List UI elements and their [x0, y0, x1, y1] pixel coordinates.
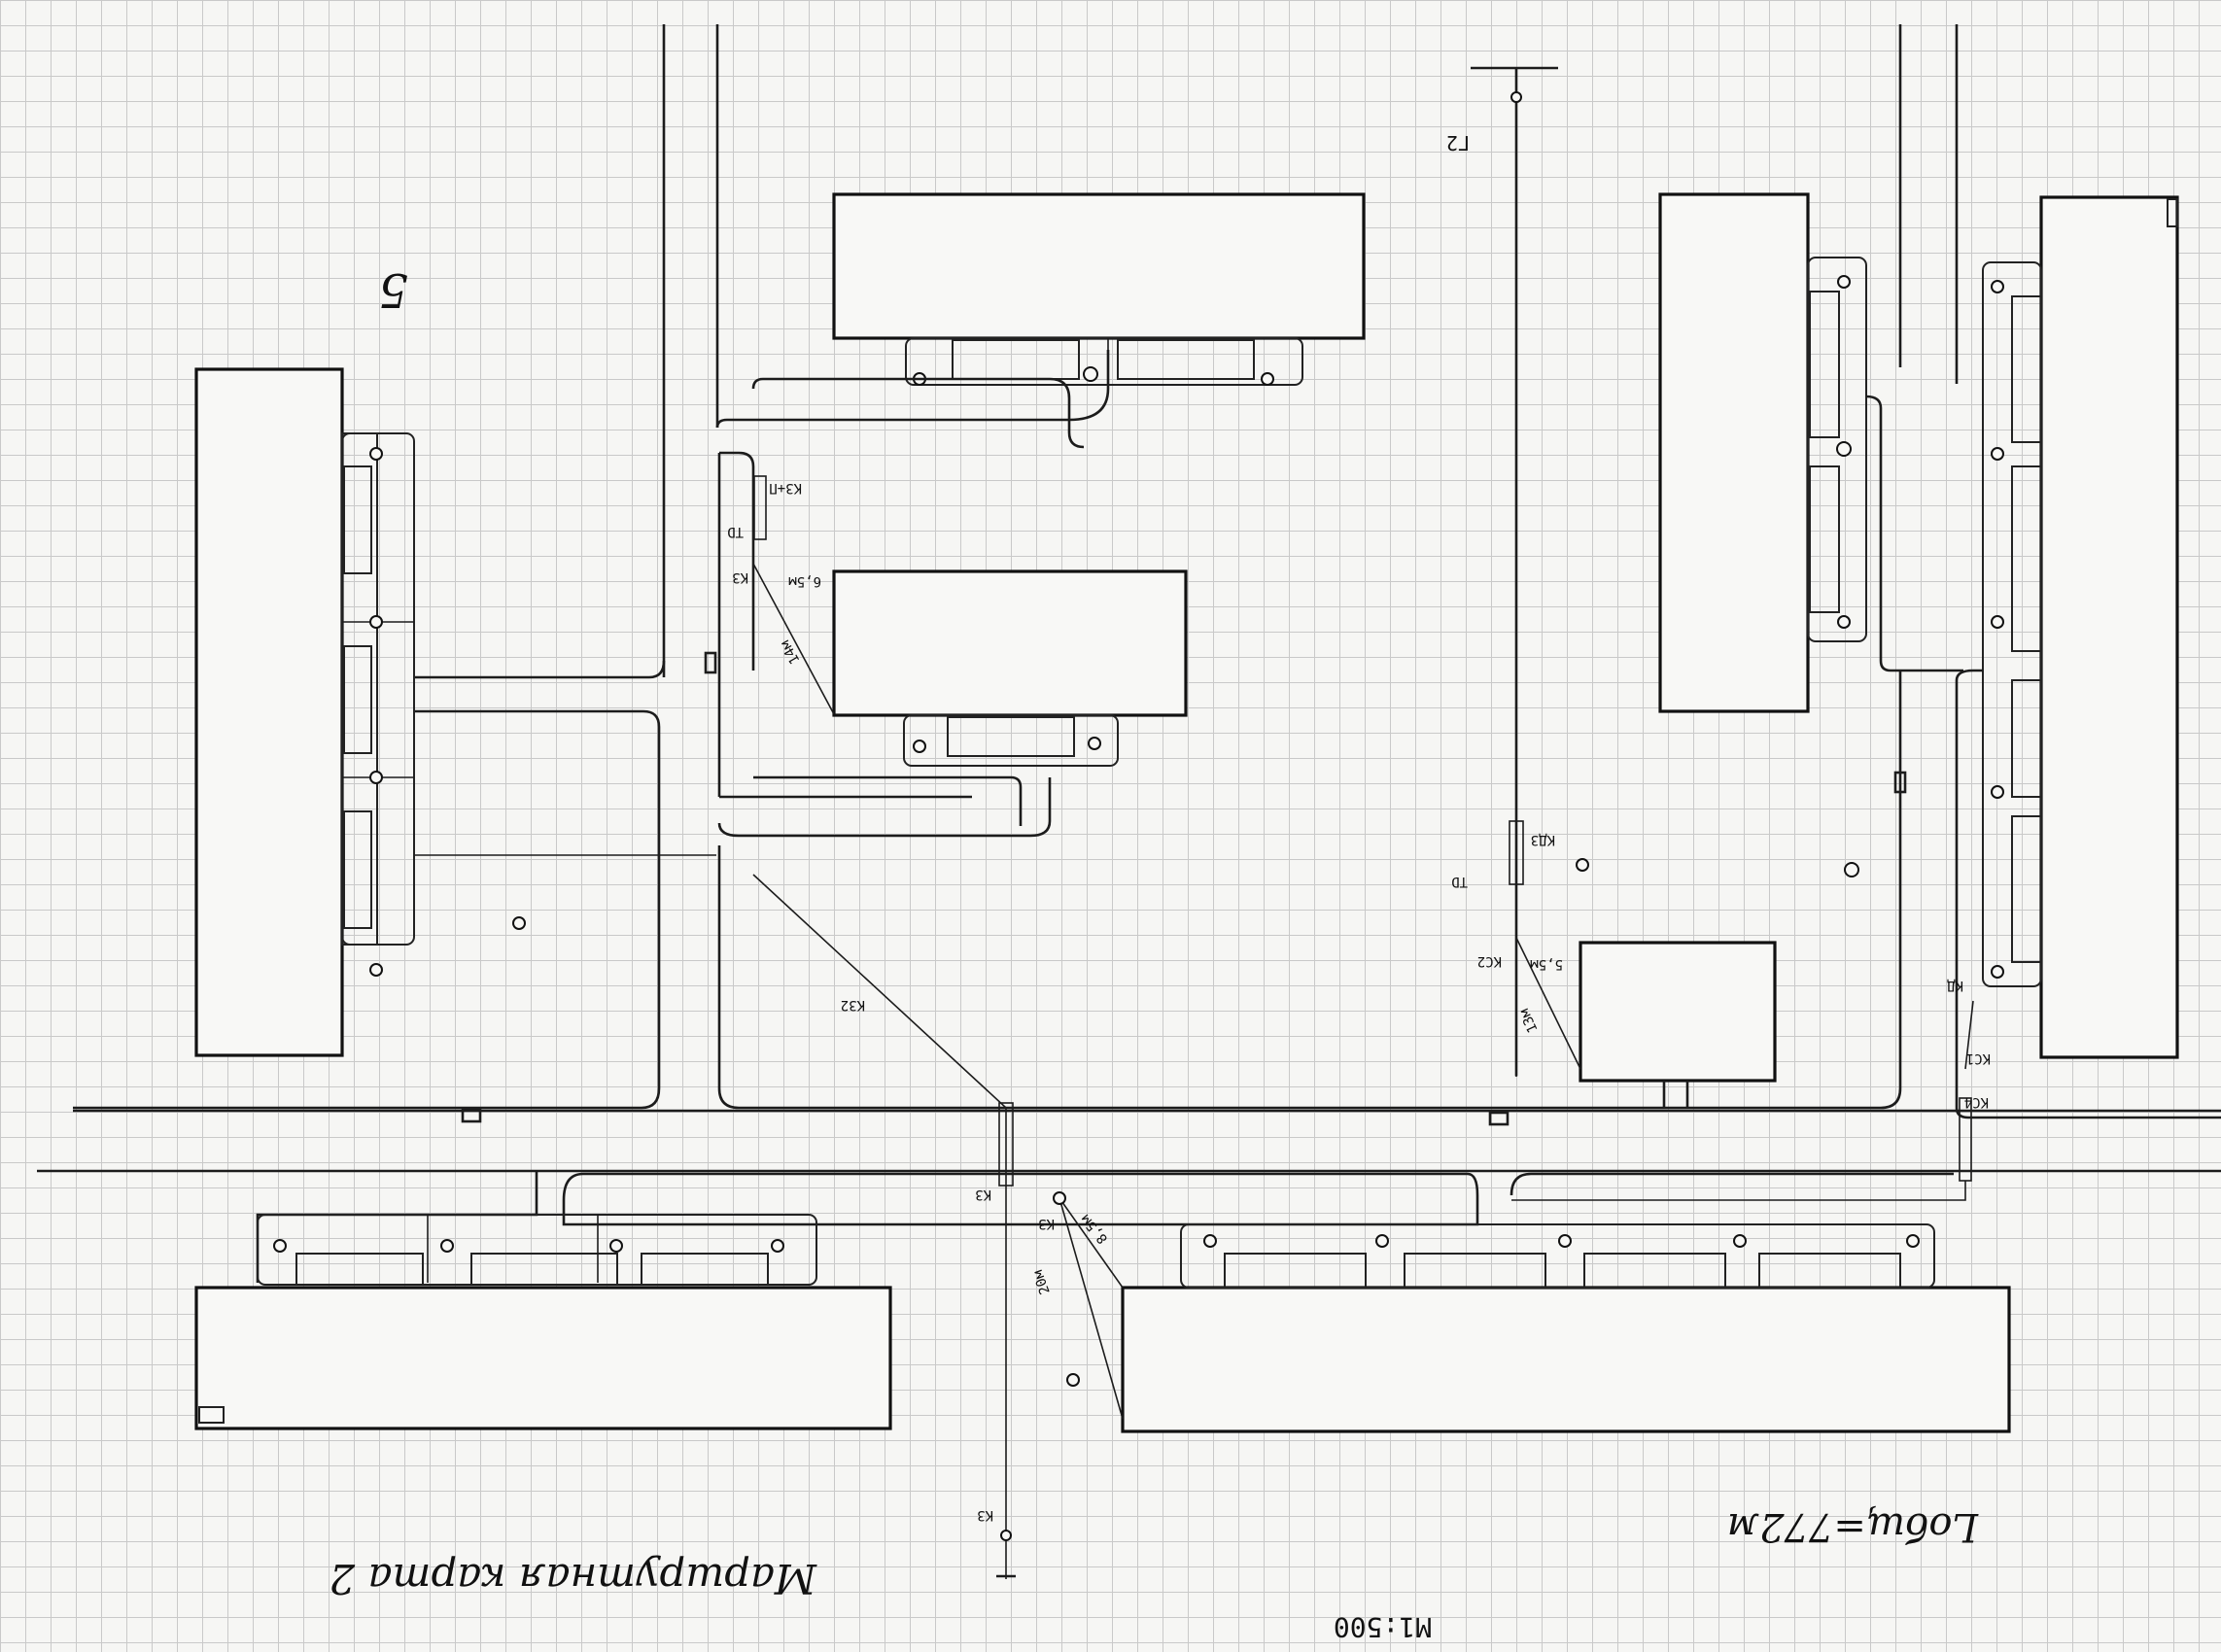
building-right-small [1579, 941, 1777, 1083]
label-m1: 6,5м [788, 573, 821, 589]
label-k1p: KЗ+П [769, 480, 802, 496]
building-left [194, 367, 344, 1057]
labels: Маршрутная карта 2 M1:500 Lобщ=772м 5 KЗ… [329, 131, 1991, 1643]
building-right-long [2039, 195, 2179, 1059]
label-kr2b: KЗ2 [841, 997, 865, 1013]
left-block [73, 367, 716, 1110]
roads [37, 24, 2221, 1173]
label-m2: 14м [778, 637, 804, 667]
total-length-label: Lобщ=772м [1727, 1504, 1979, 1549]
right-block [1471, 66, 2221, 1126]
building-top-center [832, 192, 1366, 340]
label-m5: 8,5м [1078, 1211, 1111, 1247]
label-kd: KД [1947, 978, 1963, 993]
label-m3: 5,5м [1530, 956, 1563, 972]
page-mark: 5 [378, 262, 408, 317]
building-bottom-right [1121, 1286, 2011, 1433]
label-k4: KЗ [732, 569, 748, 585]
central-block [461, 192, 1902, 1123]
label-m4: 13м [1516, 1006, 1541, 1035]
scale-label: M1:500 [1334, 1611, 1432, 1643]
label-to1: TD [727, 524, 744, 539]
label-kc4: KС4 [1964, 1094, 1989, 1110]
building-bottom-left [194, 1286, 892, 1430]
label-kc2: KС2 [1477, 953, 1502, 969]
label-kb1: KЗ [977, 1507, 993, 1523]
label-m6: 20м [1030, 1267, 1054, 1296]
cable-routes [752, 91, 1974, 1579]
building-mid-center [832, 569, 1188, 717]
label-kd2: KДЗ [1531, 832, 1555, 847]
label-to2: TD [1451, 874, 1468, 889]
bottom-left-block [194, 1171, 1954, 1430]
bottom-right-block [1066, 1223, 2011, 1433]
label-kc1: KС1 [1966, 1050, 1991, 1066]
label-g2: Г2 [1446, 131, 1470, 155]
label-kc3: KЗ [1038, 1216, 1055, 1231]
building-right-tall [1658, 192, 1810, 713]
map-title: Маршрутная карта 2 [329, 1555, 817, 1602]
label-kr1: KЗ [975, 1187, 991, 1202]
